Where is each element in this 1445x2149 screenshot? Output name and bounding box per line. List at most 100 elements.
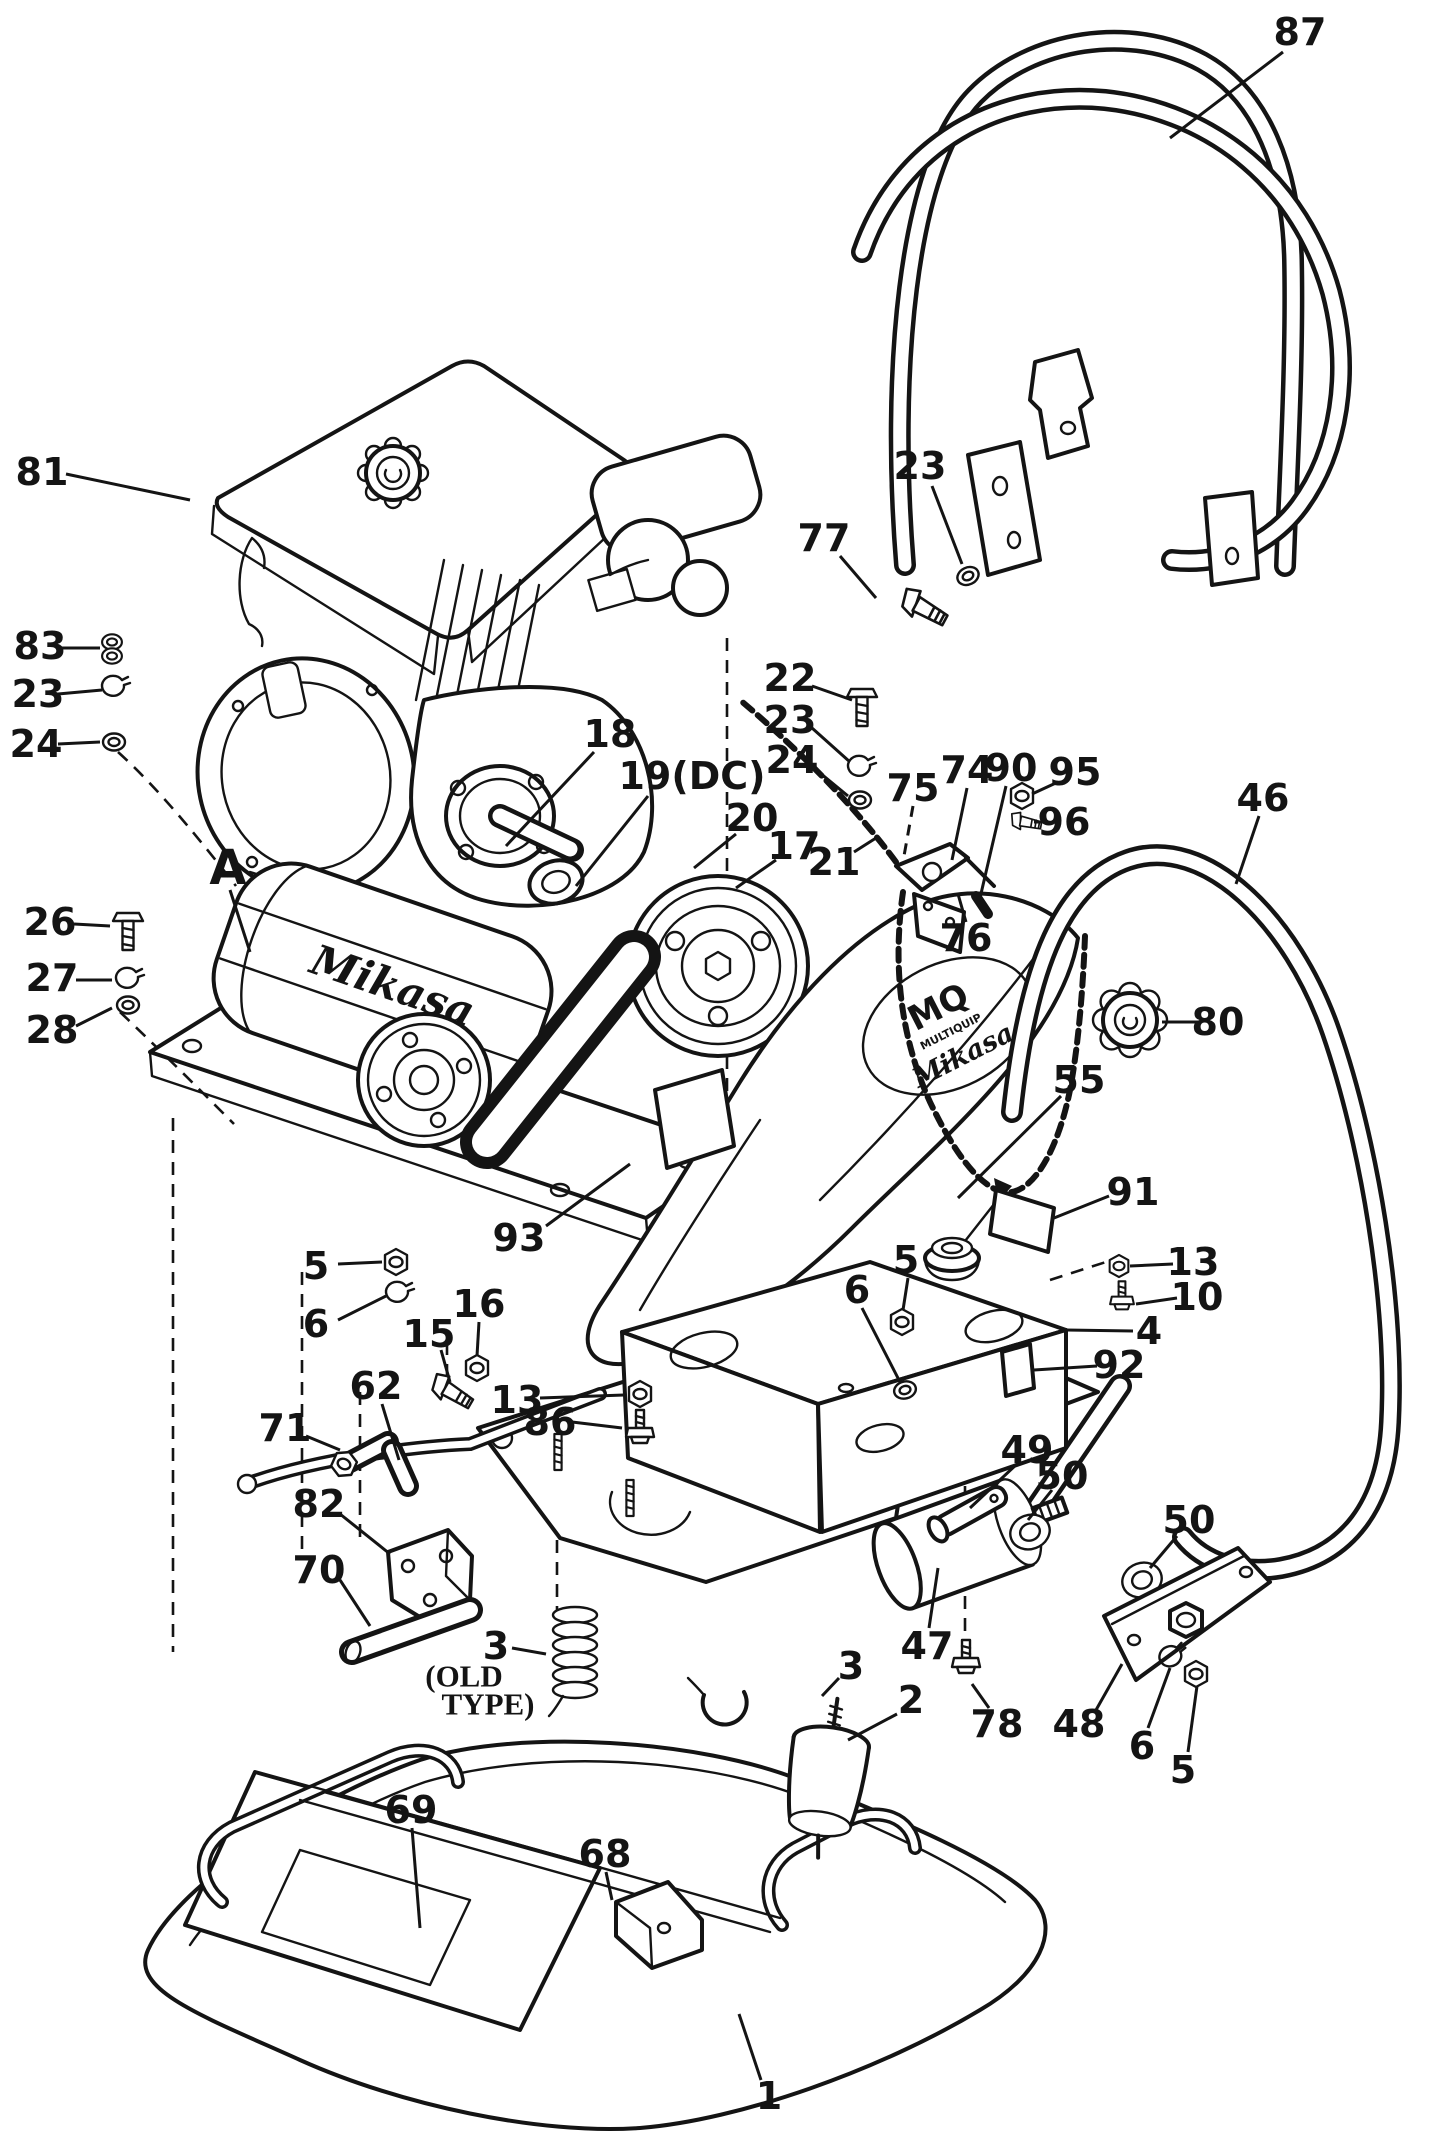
leader-line-23-15 — [810, 726, 852, 764]
leader-line-48-56 — [1094, 1663, 1124, 1711]
washer-24-icon — [847, 790, 873, 810]
leader-line-81-1 — [65, 472, 191, 502]
callout-20-11: 20 — [726, 796, 779, 840]
callout-78-55: 78 — [971, 1702, 1024, 1746]
callout-47-54: 47 — [901, 1624, 954, 1668]
pulley-bolt — [375, 1085, 393, 1103]
lever-bracket-76 — [912, 892, 966, 954]
pulley-bolt — [429, 1111, 447, 1129]
nut-5-icon — [383, 1247, 409, 1277]
callout-22-14: 22 — [764, 656, 817, 700]
axis-line — [1049, 1260, 1107, 1282]
callout-77-17: 77 — [798, 516, 851, 560]
lower-handle-tube-inner — [1005, 848, 1398, 1577]
leader-line-6-57 — [1146, 1667, 1172, 1729]
callout-46-25: 46 — [1237, 776, 1290, 820]
callout-28-8: 28 — [26, 1008, 79, 1052]
cover-sticker — [653, 1068, 736, 1170]
leader-line-6-34 — [860, 1307, 902, 1383]
leader-line-95-22 — [1031, 780, 1059, 796]
callout-16-38: 16 — [453, 1282, 506, 1326]
leader-line-13-41 — [539, 1393, 625, 1400]
callout-4-31: 4 — [1136, 1309, 1162, 1353]
handle-bracket — [1028, 348, 1094, 460]
washer-83-icon — [101, 647, 123, 665]
plate-48-hole — [1238, 1565, 1254, 1579]
v-belt-93 — [460, 930, 661, 1169]
leader-line-77-17 — [838, 555, 878, 599]
base-hole — [549, 1182, 571, 1198]
leader-line-2-52 — [847, 1712, 898, 1742]
leader-line-71-43 — [305, 1434, 341, 1452]
clutch-hole — [664, 930, 686, 952]
handle-foot-plate-right — [1203, 490, 1260, 587]
vibrator-unit-A: Mikasa — [148, 861, 744, 1244]
callout-(OLD-47: (OLD — [425, 1659, 503, 1694]
leader-line-4-31 — [1065, 1328, 1134, 1333]
bolt-78-icon — [950, 1638, 982, 1675]
callout-69-49: 69 — [385, 1788, 438, 1832]
callout-15-39: 15 — [403, 1312, 456, 1356]
callout-21-13: 21 — [808, 840, 861, 884]
pulley-bolt — [455, 1057, 473, 1075]
pulley-hub — [408, 1064, 440, 1096]
leader-line-68-50 — [604, 1871, 614, 1901]
callout-6-57: 6 — [1129, 1724, 1155, 1768]
pulley-groove — [366, 1022, 482, 1138]
callout-23-3: 23 — [12, 672, 65, 716]
axis-line — [119, 1011, 235, 1125]
cable-end-90 — [971, 891, 993, 919]
leader-line-86-42 — [571, 1420, 623, 1430]
air-cleaner-cover — [671, 559, 729, 617]
callout-23-15: 23 — [764, 698, 817, 742]
callout-5-36: 5 — [303, 1244, 329, 1288]
recoil-screw — [365, 683, 379, 697]
callout-95-22: 95 — [1049, 750, 1102, 794]
leader-line-A-5 — [228, 889, 252, 953]
decal-plate-91 — [988, 1188, 1056, 1254]
stud-icon — [625, 1478, 635, 1518]
callout-17-12: 17 — [768, 824, 821, 868]
callout-82-44: 82 — [293, 1482, 346, 1526]
callout-labels: 8781832324A2627281819(DC)201721222324772… — [10, 10, 1327, 2118]
foot-hole — [1224, 546, 1240, 566]
lock-washer-27-icon — [114, 966, 146, 989]
deck-cutout — [260, 1848, 472, 1987]
lock-washer-6-icon — [384, 1280, 416, 1303]
callout-26-6: 26 — [24, 900, 77, 944]
leader-line-24-4 — [57, 740, 101, 746]
clutch-pulley-17 — [626, 874, 810, 1058]
nut-16-icon — [464, 1353, 490, 1383]
fin-line — [414, 558, 446, 702]
leader-line-18-9 — [504, 750, 596, 848]
plate-48-fold — [1110, 1554, 1246, 1626]
leader-line-6-37 — [337, 1294, 387, 1322]
leader-line-47-54 — [927, 1567, 940, 1629]
clutch-hub-nut — [704, 950, 732, 982]
callout-62-40: 62 — [350, 1364, 403, 1408]
callout-13-41: 13 — [491, 1378, 544, 1422]
pulley-rim — [356, 1012, 492, 1148]
callout-75-19: 75 — [887, 766, 940, 810]
leader-line-49-59 — [968, 1462, 1019, 1510]
cover-contour — [818, 948, 1042, 1202]
angle-bracket-68 — [614, 1880, 704, 1970]
callout-48-56: 48 — [1053, 1702, 1106, 1746]
callout-TYPE)-48: TYPE) — [442, 1687, 535, 1722]
leader-line-5-58 — [1186, 1685, 1199, 1753]
lever-arm — [964, 856, 996, 888]
leader-line-5-33 — [901, 1277, 910, 1311]
callout-96-23: 96 — [1038, 800, 1091, 844]
arm-end-ring — [236, 1473, 258, 1495]
callout-18-9: 18 — [584, 712, 637, 756]
handle-crossbar-tube-inner — [855, 92, 1348, 568]
callout-13-29: 13 — [1167, 1240, 1220, 1284]
intake-tube — [608, 558, 650, 577]
grip-knob-80 — [1091, 981, 1169, 1059]
leader-line-50-61 — [1148, 1535, 1179, 1569]
elbow-seg-inner — [344, 1436, 394, 1468]
callout-71-43: 71 — [259, 1406, 312, 1450]
handle-pivot-tube-inner — [1030, 1378, 1128, 1514]
nut-5-icon — [1183, 1659, 1209, 1689]
